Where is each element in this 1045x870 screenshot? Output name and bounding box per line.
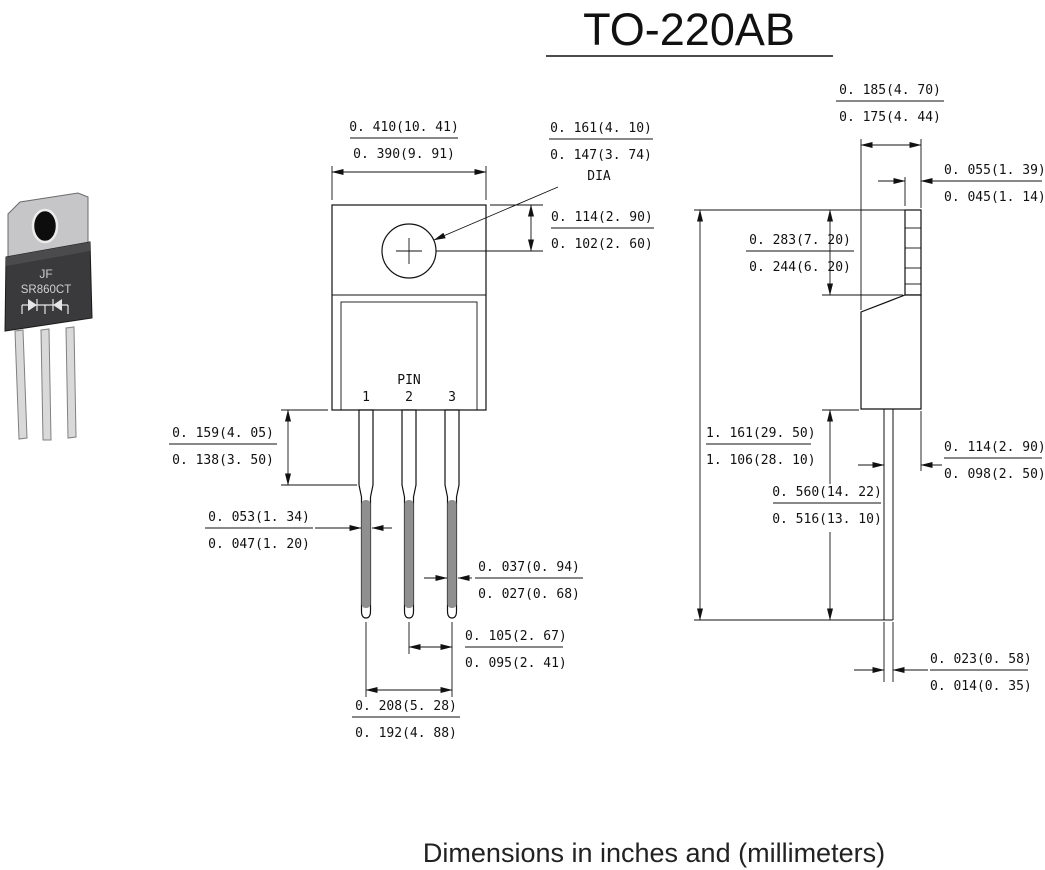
package-lead-1 <box>14 329 28 440</box>
dim-side-tab-height-max: 0. 283(7. 20) <box>749 233 851 248</box>
dim-hole-diameter: 0. 161(4. 10) 0. 147(3. 74) DIA <box>433 121 653 241</box>
dim-hole-diameter-suffix: DIA <box>587 169 611 184</box>
dim-lead-span-max: 0. 208(5. 28) <box>355 699 457 714</box>
dim-side-lead-length-max: 0. 560(14. 22) <box>772 485 882 500</box>
dim-side-tab-width-max: 0. 185(4. 70) <box>839 83 941 98</box>
package-lead-2 <box>40 328 52 441</box>
package-body-highlight <box>6 242 90 266</box>
page-title: TO-220AB <box>583 4 795 55</box>
dim-side-tab-height-min: 0. 244(6. 20) <box>749 260 851 275</box>
dim-lead-pitch-max: 0. 105(2. 67) <box>465 629 567 644</box>
package-lead-3 <box>65 326 77 439</box>
dim-lead-width-wide: 0. 053(1. 34) 0. 047(1. 20) <box>205 510 392 552</box>
dim-lead-span: 0. 208(5. 28) 0. 192(4. 88) <box>352 622 460 741</box>
dim-hole-offset-max: 0. 114(2. 90) <box>551 210 653 225</box>
dim-side-overall-height: 1. 161(29. 50) 1. 106(28. 10) <box>694 209 905 621</box>
dim-hole-diameter-min: 0. 147(3. 74) <box>550 148 652 163</box>
dim-lead-width-narrow-max: 0. 037(0. 94) <box>478 560 580 575</box>
dim-side-lead-thickness-min: 0. 014(0. 35) <box>930 679 1032 694</box>
dim-lead-width-narrow-min: 0. 027(0. 68) <box>478 587 580 602</box>
front-view: PIN 1 2 3 <box>331 204 487 619</box>
units-caption: Dimensions in inches and (millimeters) <box>423 838 885 868</box>
dim-side-tab-thickness: 0. 055(1. 39) 0. 045(1. 14) <box>878 163 1045 206</box>
dim-lead-width-wide-max: 0. 053(1. 34) <box>208 510 310 525</box>
dim-hole-diameter-max: 0. 161(4. 10) <box>550 121 652 136</box>
dim-side-tab-width-min: 0. 175(4. 44) <box>839 110 941 125</box>
dim-side-lead-length: 0. 560(14. 22) 0. 516(13. 10) <box>772 409 882 621</box>
diode-symbol-icon <box>21 299 69 314</box>
pin-heading: PIN <box>397 373 420 388</box>
drawing-title: TO-220AB <box>546 4 833 57</box>
dim-lead-pitch-min: 0. 095(2. 41) <box>465 656 567 671</box>
pin-number-3: 3 <box>448 390 456 405</box>
dim-lead-span-min: 0. 192(4. 88) <box>355 726 457 741</box>
dim-side-overall-height-max: 1. 161(29. 50) <box>706 426 816 441</box>
dim-lead-shoulder-min: 0. 138(3. 50) <box>172 453 274 468</box>
pin-number-1: 1 <box>362 390 370 405</box>
dim-side-tab-height: 0. 283(7. 20) 0. 244(6. 20) <box>746 209 903 296</box>
package-mounting-hole <box>31 208 59 244</box>
dim-side-tab-thickness-max: 0. 055(1. 39) <box>944 163 1045 178</box>
dim-side-lead-thickness-max: 0. 023(0. 58) <box>930 652 1032 667</box>
dim-side-tab-thickness-min: 0. 045(1. 14) <box>944 190 1045 205</box>
dim-side-lead-thickness: 0. 023(0. 58) 0. 014(0. 35) <box>854 652 1032 694</box>
front-lead-2-plating <box>404 500 414 608</box>
front-lead-1-plating <box>361 500 371 608</box>
dim-side-body-thickness-max: 0. 114(2. 90) <box>944 440 1045 455</box>
side-view <box>860 209 922 682</box>
dim-side-body-thickness: 0. 114(2. 90) 0. 098(2. 50) <box>858 411 1045 482</box>
dim-lead-width-narrow: 0. 037(0. 94) 0. 027(0. 68) <box>424 560 583 602</box>
dim-lead-shoulder-max: 0. 159(4. 05) <box>172 426 274 441</box>
pin-number-2: 2 <box>405 390 413 405</box>
package-photo: JF SR860CT <box>4 192 93 441</box>
dim-lead-shoulder-length: 0. 159(4. 05) 0. 138(3. 50) <box>169 409 357 486</box>
dim-side-tab-width: 0. 185(4. 70) 0. 175(4. 44) <box>836 83 944 310</box>
dim-side-lead-length-min: 0. 516(13. 10) <box>772 512 882 527</box>
front-lead-3-plating <box>447 500 457 608</box>
dim-lead-width-wide-min: 0. 047(1. 20) <box>208 537 310 552</box>
side-body <box>860 294 922 410</box>
dim-side-overall-height-min: 1. 106(28. 10) <box>706 453 816 468</box>
package-brand: JF <box>39 267 52 281</box>
dim-hole-offset-min: 0. 102(2. 60) <box>551 237 653 252</box>
dim-front-body-width-max: 0. 410(10. 41) <box>349 120 459 135</box>
dim-lead-pitch: 0. 105(2. 67) 0. 095(2. 41) <box>408 622 567 671</box>
dim-hole-offset: 0. 114(2. 90) 0. 102(2. 60) <box>436 204 654 252</box>
package-part-number: SR860CT <box>21 284 72 296</box>
dim-front-body-width: 0. 410(10. 41) 0. 390(9. 91) <box>331 120 487 200</box>
dim-side-body-thickness-min: 0. 098(2. 50) <box>944 467 1045 482</box>
dim-front-body-width-min: 0. 390(9. 91) <box>353 147 455 162</box>
side-tab <box>904 209 922 296</box>
